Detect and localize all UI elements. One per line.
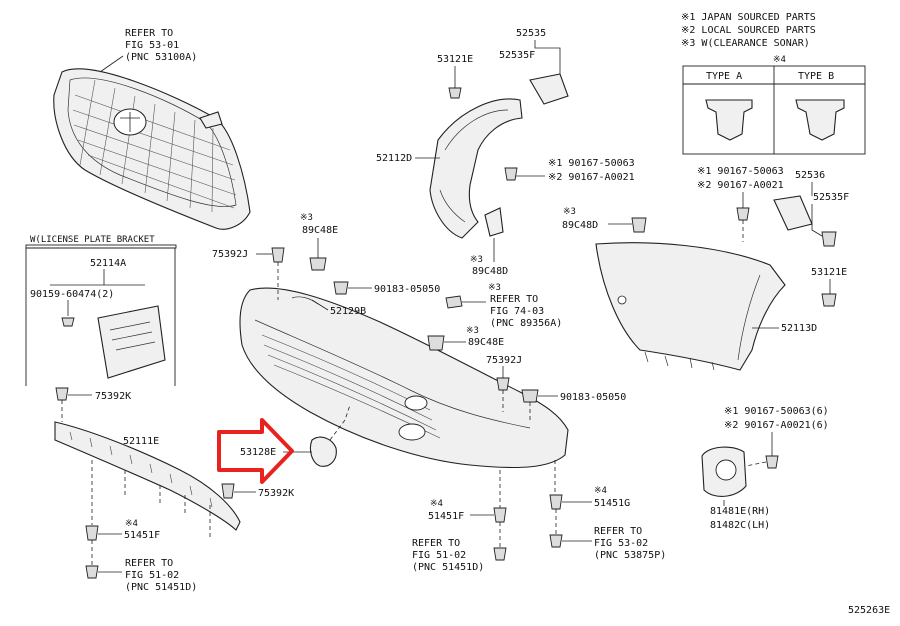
bracket-52536 xyxy=(773,195,813,231)
label-53128E: 53128E xyxy=(240,447,276,458)
label-52114A: 52114A xyxy=(90,258,126,269)
ref-5102-mid-line2: FIG 51-02 xyxy=(412,550,466,561)
ref-7403-line2: FIG 74-03 xyxy=(490,306,544,317)
label-52535F-top: 52535F xyxy=(499,50,535,61)
label-52535: 52535 xyxy=(516,28,546,39)
ref-grille-line3: (PNC 53100A) xyxy=(125,52,197,63)
note-s3-89C48E-mid: ※3 xyxy=(466,326,479,336)
note-s2-6: ※2 90167-A0021(6) xyxy=(724,420,829,431)
label-81482C: 81482C(LH) xyxy=(710,520,770,531)
note-s1-6: ※1 90167-50063(6) xyxy=(724,406,829,417)
label-89C48E-top: 89C48E xyxy=(302,225,338,236)
label-52111E: 52111E xyxy=(123,436,159,447)
label-52112D: 52112D xyxy=(376,153,412,164)
label-75392J-mid: 75392J xyxy=(486,355,522,366)
label-52536: 52536 xyxy=(795,170,825,181)
note-s2-right: ※2 90167-A0021 xyxy=(697,180,784,191)
label-53121E-top: 53121E xyxy=(437,54,473,65)
label-51451F-left: 51451F xyxy=(124,530,160,541)
ref-grille-line2: FIG 53-01 xyxy=(125,40,179,51)
label-75392K-bot: 75392K xyxy=(258,488,294,499)
label-90183-top: 90183-05050 xyxy=(374,284,440,295)
label-81481E: 81481E(RH) xyxy=(710,506,770,517)
diagram-id: 525263E xyxy=(848,605,890,616)
fog-cover-81481E xyxy=(701,446,747,497)
note-s3-89C48E-top: ※3 xyxy=(300,213,313,223)
type-table-note: ※4 xyxy=(773,55,786,65)
note-s2-top: ※2 90167-A0021 xyxy=(548,172,635,183)
note-1: ※1 JAPAN SOURCED PARTS xyxy=(681,12,816,23)
ref-5102-left-line3: (PNC 51451D) xyxy=(125,582,197,593)
label-75392J-top: 75392J xyxy=(212,249,248,260)
label-53121E-right: 53121E xyxy=(811,267,847,278)
type-a-label: TYPE A xyxy=(706,71,742,82)
label-52535F-right: 52535F xyxy=(813,192,849,203)
note-2: ※2 LOCAL SOURCED PARTS xyxy=(681,25,816,36)
note-s1-top: ※1 90167-50063 xyxy=(548,158,635,169)
type-b-label: TYPE B xyxy=(798,71,834,82)
note-s4-left: ※4 xyxy=(125,519,138,529)
label-90183-mid: 90183-05050 xyxy=(560,392,626,403)
note-s3-ref: ※3 xyxy=(488,283,501,293)
grille-assembly xyxy=(53,68,251,230)
note-s4-mid: ※4 xyxy=(430,499,443,509)
cap-53128E xyxy=(309,436,337,467)
label-89C48E-mid: 89C48E xyxy=(468,337,504,348)
bracket-52113D xyxy=(595,242,786,371)
ref-grille-line1: REFER TO xyxy=(125,28,173,39)
note-s1-right: ※1 90167-50063 xyxy=(697,166,784,177)
ref-7403-line3: (PNC 89356A) xyxy=(490,318,562,329)
ref-5302-line2: FIG 53-02 xyxy=(594,538,648,549)
ref-7403-line1: REFER TO xyxy=(490,294,538,305)
note-3: ※3 W(CLEARANCE SONAR) xyxy=(681,38,810,49)
label-51451F-mid: 51451F xyxy=(428,511,464,522)
label-52113D: 52113D xyxy=(781,323,817,334)
label-89C48D-center: 89C48D xyxy=(472,266,508,277)
note-s4-right: ※4 xyxy=(594,486,607,496)
label-90159: 90159-60474(2) xyxy=(30,289,114,300)
front-bumper-cover xyxy=(239,287,569,469)
ref-5302-line3: (PNC 53875P) xyxy=(594,550,666,561)
ref-5102-left-line1: REFER TO xyxy=(125,558,173,569)
spoiler-52111E xyxy=(54,421,241,531)
note-s3-89C48D-center: ※3 xyxy=(470,255,483,265)
label-75392K-top: 75392K xyxy=(95,391,131,402)
ref-5302-line1: REFER TO xyxy=(594,526,642,537)
bracket-52112D xyxy=(429,98,523,239)
label-51451G: 51451G xyxy=(594,498,630,509)
ref-5102-mid-line3: (PNC 51451D) xyxy=(412,562,484,573)
clip-52535 xyxy=(529,73,569,105)
type-table xyxy=(682,65,866,155)
label-89C48D-right: 89C48D xyxy=(562,220,598,231)
highlight-arrow xyxy=(217,418,294,484)
ref-5102-left-line2: FIG 51-02 xyxy=(125,570,179,581)
license-plate-bracket xyxy=(97,305,166,379)
note-s3-89C48D-right: ※3 xyxy=(563,207,576,217)
license-bracket-title: W(LICENSE PLATE BRACKET xyxy=(30,235,155,245)
ref-5102-mid-line1: REFER TO xyxy=(412,538,460,549)
label-52129B: 52129B xyxy=(330,306,366,317)
